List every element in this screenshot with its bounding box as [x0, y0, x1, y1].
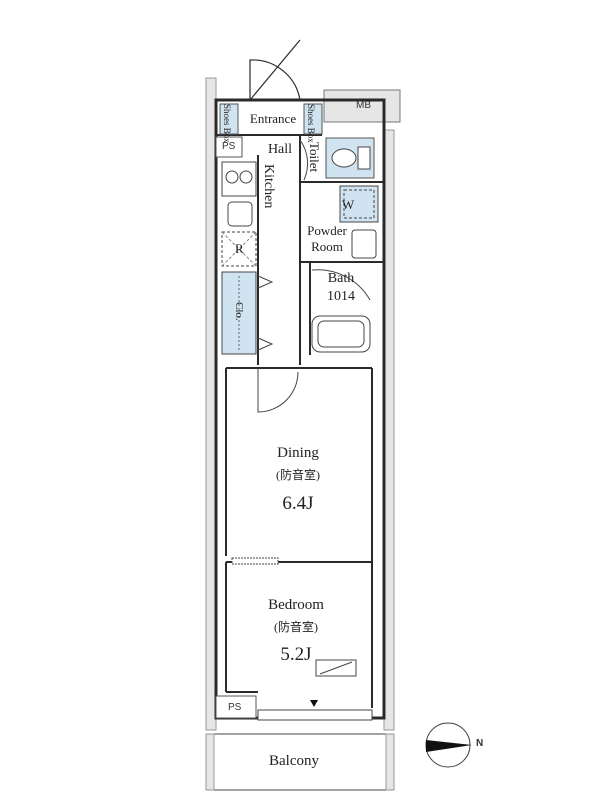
compass-needle [426, 740, 472, 752]
stove [221, 161, 257, 197]
bedroom-storage-diag [319, 661, 353, 675]
toilet-door-swing [299, 139, 309, 181]
label-bath-size: 1014 [327, 289, 355, 304]
kitchen-sink [227, 201, 253, 227]
toilet-bowl [331, 148, 357, 168]
closet-door-1 [257, 275, 274, 289]
shoes-box-left [219, 103, 239, 135]
washer-box [343, 189, 375, 219]
label-bedroom-note: (防音室) [274, 620, 318, 634]
dining-door-swing [257, 368, 299, 413]
balcony-wall-left [205, 733, 215, 791]
bath-door-arc [311, 269, 371, 301]
label-toilet: Toilet [307, 142, 322, 173]
label-fridge: R [235, 241, 244, 256]
entrance-door-swing [249, 59, 301, 101]
bathtub-inner [317, 320, 365, 348]
label-ps-bottom: PS [228, 702, 242, 713]
label-bath: Bath [327, 271, 355, 286]
label-mb: MB [356, 100, 371, 111]
label-powder-room-1: Powder [307, 223, 347, 238]
label-ps-top: PS [222, 141, 236, 152]
label-kitchen: Kitchen [261, 164, 276, 209]
ps-bottom-box [215, 695, 257, 719]
sliding-partition [231, 557, 279, 565]
label-shoes-box-right: Shoes Box [306, 104, 316, 143]
stove-burner-1 [225, 170, 239, 184]
fridge-diag-1 [221, 231, 257, 267]
shoes-box-right [303, 103, 323, 135]
toilet-tank [357, 146, 371, 170]
powder-sink [351, 229, 377, 259]
washer-pan [339, 185, 379, 223]
label-closet: Clo. [233, 302, 245, 321]
label-balcony: Balcony [269, 753, 319, 769]
entry-arrow [310, 700, 318, 707]
label-dining: Dining [277, 445, 319, 461]
label-shoes-box-left: Shoes Box [222, 104, 232, 143]
balcony-window [257, 709, 373, 721]
mb-box [323, 89, 401, 123]
label-powder-room-2: Room [311, 239, 343, 254]
label-hall: Hall [267, 142, 293, 157]
label-bedroom-area: 5.2J [280, 644, 312, 665]
label-dining-note: (防音室) [276, 468, 320, 482]
entrance-door-leaf [249, 39, 301, 101]
stove-burner-2 [239, 170, 253, 184]
balcony-wall-right [385, 733, 395, 791]
closet-door-2 [257, 337, 274, 351]
balcony-area [205, 733, 395, 791]
compass-north-label: N [476, 738, 484, 749]
ps-top-box [215, 136, 243, 158]
label-washer: W [342, 197, 355, 212]
label-entrance: Entrance [249, 111, 297, 126]
fridge-diag-2 [221, 231, 257, 267]
label-bedroom: Bedroom [268, 597, 324, 613]
label-dining-area: 6.4J [282, 493, 314, 514]
